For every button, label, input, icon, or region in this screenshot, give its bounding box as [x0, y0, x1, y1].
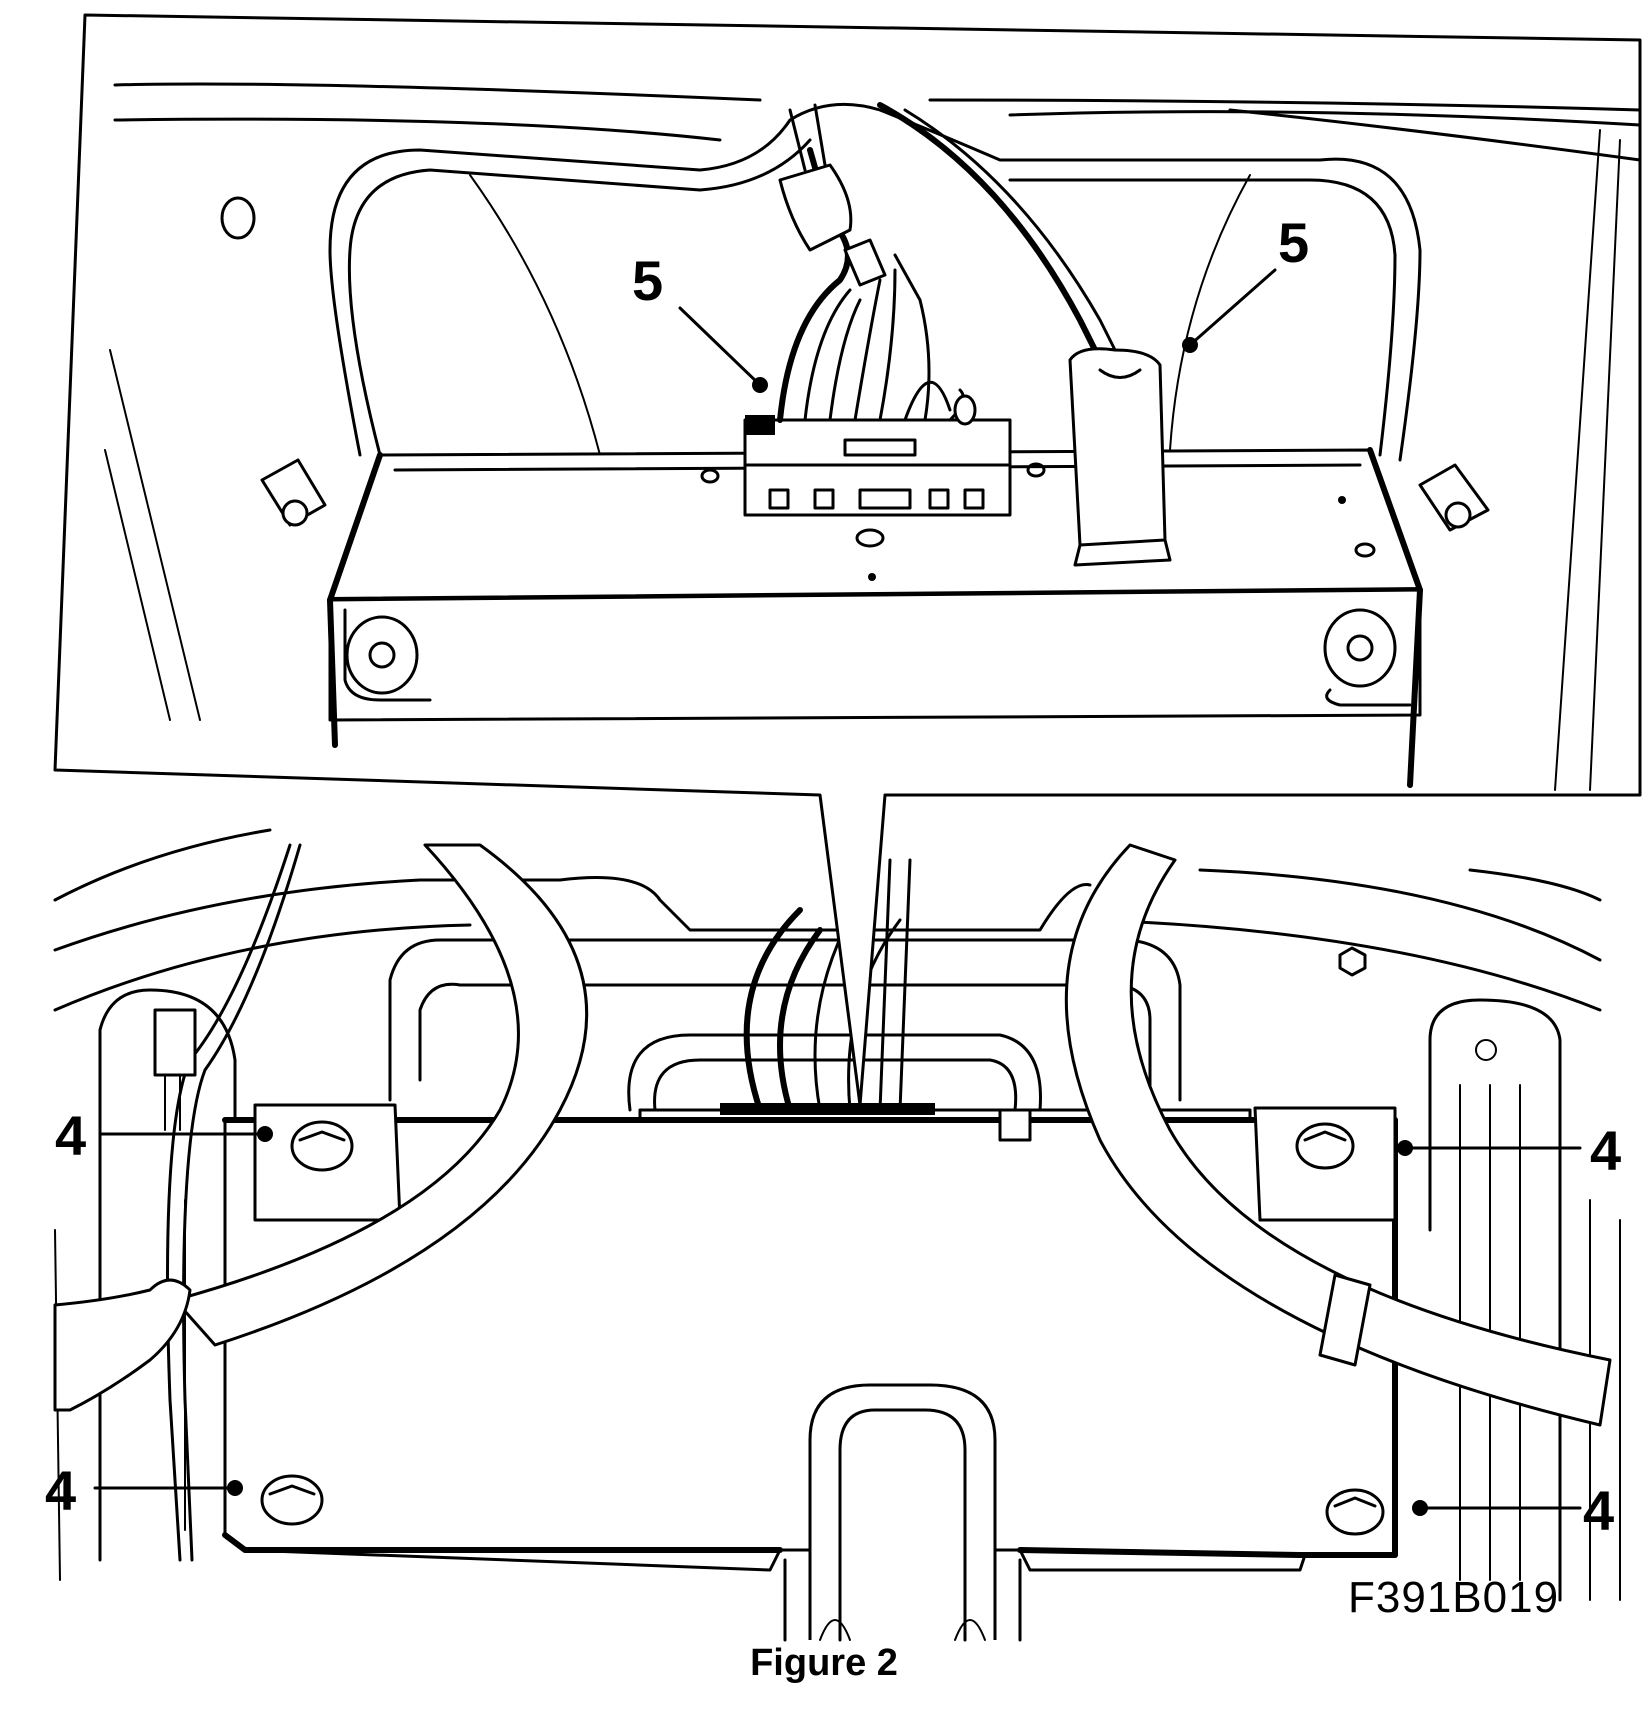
leader-dot-lower-right: [1412, 1500, 1428, 1516]
leader-dot-upper-left: [257, 1126, 273, 1142]
callout-label-lower-right: 4: [1583, 1479, 1614, 1542]
callout-label-lower-left: 4: [45, 1459, 76, 1522]
callout-label-top-right: 5: [1278, 211, 1309, 274]
leader-dot-top-right: [1182, 337, 1198, 353]
overview-view: [53, 828, 1621, 1642]
callout-label-top-left: 5: [632, 249, 663, 312]
bolt-upper-left: [290, 1120, 354, 1172]
callout-label-upper-left: 4: [55, 1104, 86, 1167]
left-hose: [173, 843, 589, 1347]
bolt-lower-left: [260, 1474, 324, 1526]
callout-label-upper-right: 4: [1590, 1119, 1621, 1182]
leader-dot-lower-left: [227, 1480, 243, 1496]
bolt-lower-right: [1325, 1488, 1385, 1536]
bolt-upper-right: [1295, 1122, 1355, 1170]
cable-plug: [1068, 347, 1172, 567]
drawing-code: F391B019: [1348, 1573, 1559, 1622]
figure-caption: Figure 2: [750, 1642, 898, 1684]
leader-dot-upper-right: [1397, 1140, 1413, 1156]
leader-dot-top-left: [752, 377, 768, 393]
detail-inset: [53, 13, 1642, 1107]
right-hose: [1064, 843, 1612, 1427]
multipin-connector: [743, 415, 1012, 517]
leader-line-top-right: [1188, 268, 1277, 347]
leader-line-top-left: [678, 306, 762, 387]
